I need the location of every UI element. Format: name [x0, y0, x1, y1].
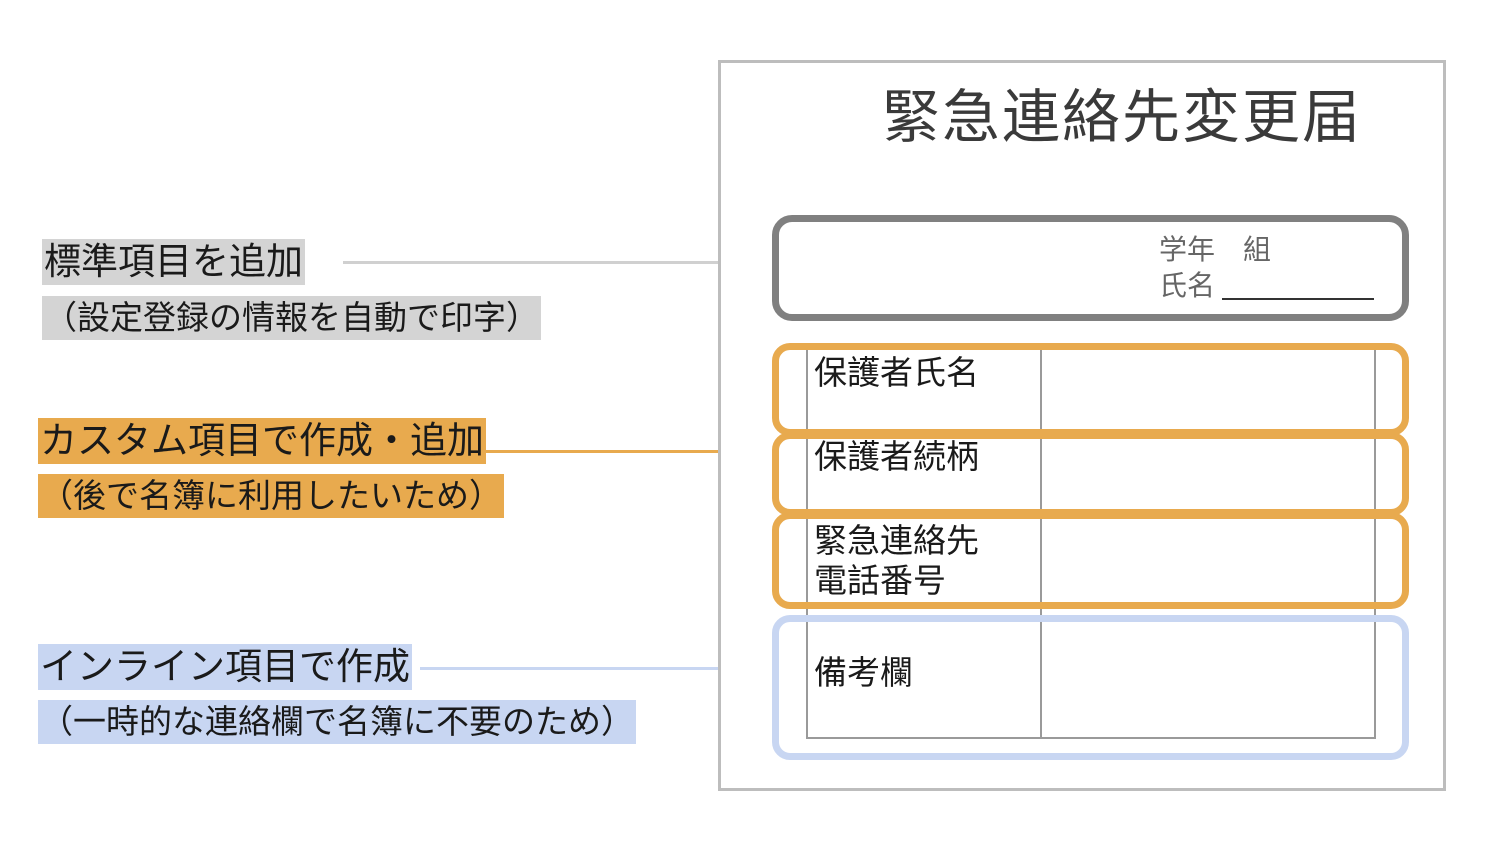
table-column-divider — [1040, 348, 1042, 739]
name-underline — [1222, 298, 1374, 300]
custom-field-title: カスタム項目で作成・追加 — [38, 418, 486, 464]
form-sheet — [718, 60, 1446, 791]
student-name-label: 氏名 — [1159, 269, 1216, 302]
standard-field-title: 標準項目を追加 — [42, 239, 305, 285]
custom-field-highlight-guardian-relation — [772, 432, 1409, 516]
inline-field-note: （一時的な連絡欄で名簿に不要のため） — [38, 700, 636, 744]
custom-field-highlight-emergency-phone — [772, 512, 1409, 609]
inline-field-title: インライン項目で作成 — [38, 644, 412, 690]
grade-class-label: 学年 組 — [1159, 233, 1272, 266]
standard-fields-box — [772, 215, 1409, 321]
inline-connector-line — [420, 667, 776, 670]
guardian-relation-label: 保護者続柄 — [814, 437, 979, 476]
phone-number-label: 電話番号 — [814, 561, 946, 600]
standard-connector-line — [343, 261, 775, 264]
guardian-name-label: 保護者氏名 — [814, 353, 979, 392]
standard-field-note: （設定登録の情報を自動で印字） — [42, 296, 541, 340]
inline-field-highlight-remarks — [772, 615, 1409, 760]
remarks-label: 備考欄 — [814, 653, 913, 692]
emergency-contact-label: 緊急連絡先 — [814, 521, 979, 560]
custom-connector-line — [486, 450, 776, 453]
form-title: 緊急連絡先変更届 — [881, 83, 1362, 151]
form-table — [806, 348, 1376, 739]
custom-field-note: （後で名簿に利用したいため） — [38, 474, 504, 518]
custom-field-highlight-guardian-name — [772, 343, 1409, 436]
